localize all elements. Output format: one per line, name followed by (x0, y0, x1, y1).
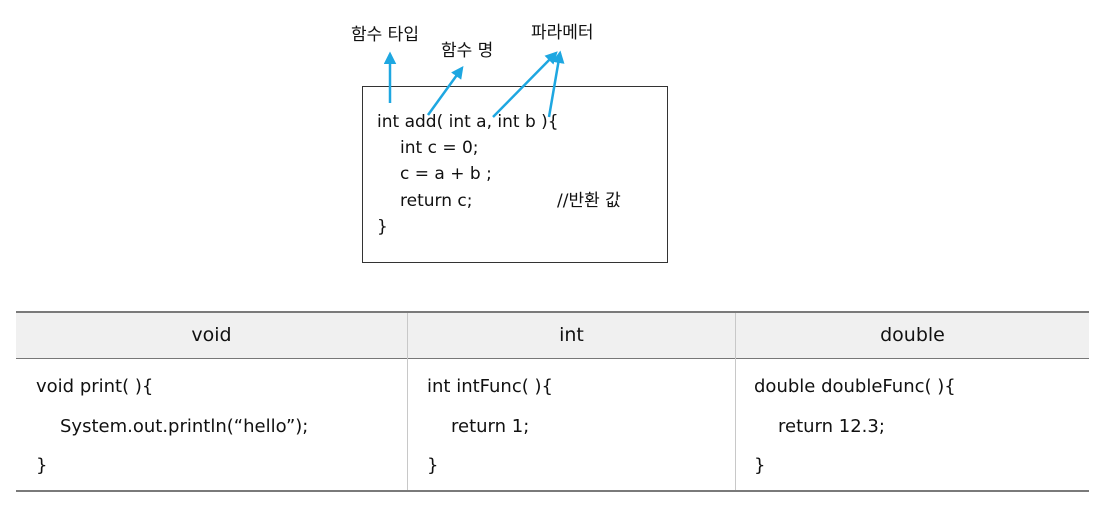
table-header-row (16, 313, 1089, 359)
double-code-line-1: double doubleFunc( ){ (754, 376, 956, 397)
void-code-line-3: } (36, 455, 48, 476)
header-double: double (880, 324, 945, 346)
int-code-line-1: int intFunc( ){ (427, 376, 553, 397)
arrow-to-parameter-a (492, 51, 558, 118)
void-code-line-1: void print( ){ (36, 376, 154, 397)
int-code-line-2: return 1; (451, 416, 530, 437)
double-code-line-2: return 12.3; (778, 416, 885, 437)
arrow-to-parameter-b (547, 50, 565, 118)
double-code-line-3: } (754, 455, 766, 476)
parameter-label: 파라메터 (531, 23, 594, 43)
header-void: void (191, 324, 232, 346)
arrow-to-function-name (426, 65, 464, 116)
code-example-box (362, 86, 668, 263)
code-line-return: return c; (400, 191, 473, 211)
function-name-label: 함수 명 (441, 41, 494, 61)
function-type-label: 함수 타입 (351, 25, 419, 45)
int-code-line-3: } (427, 455, 439, 476)
code-line-closing-brace: } (377, 217, 388, 237)
column-divider (407, 313, 408, 490)
column-divider (735, 313, 736, 490)
void-code-line-2: System.out.println(“hello”); (60, 416, 309, 437)
code-comment-return-value: //반환 값 (557, 191, 621, 211)
code-line-assignment: c = a + b ; (400, 164, 492, 184)
header-int: int (559, 324, 584, 346)
code-line-declaration: int c = 0; (400, 138, 479, 158)
code-line-signature: int add( int a, int b ){ (377, 112, 559, 132)
return-type-table: void int double void print( ){ System.ou… (16, 311, 1089, 492)
